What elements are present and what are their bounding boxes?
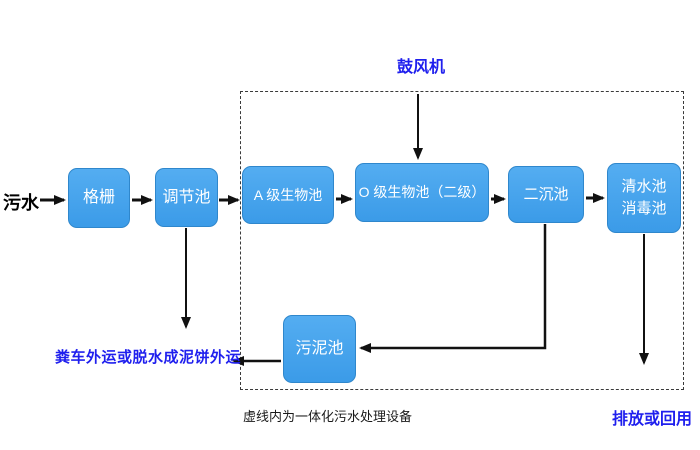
dashed-box-caption: 虚线内为一体化污水处理设备	[243, 409, 413, 424]
node-clearwater-disinfection-tank: 清水池 消毒池	[607, 163, 681, 233]
node-a-bio-tank: A 级生物池	[242, 166, 334, 224]
node-grille: 格栅	[68, 168, 130, 228]
blower-label: 鼓风机	[396, 59, 445, 76]
influent-label: 污水	[3, 193, 39, 213]
node-secondary-clarifier: 二沉池	[508, 166, 584, 223]
node-regulating-tank: 调节池	[155, 168, 218, 227]
sludge-disposal-label: 粪车外运或脱水成泥饼外运	[55, 349, 242, 366]
node-o-bio-tank: O 级生物池（二级）	[355, 163, 489, 222]
discharge-label: 排放或回用	[612, 411, 693, 428]
integrated-equipment-dashed-boundary	[240, 91, 684, 390]
disinfection-tank-line2: 消毒池	[621, 200, 667, 217]
clearwater-tank-line1: 清水池	[621, 178, 667, 196]
node-sludge-tank: 污泥池	[283, 315, 356, 383]
